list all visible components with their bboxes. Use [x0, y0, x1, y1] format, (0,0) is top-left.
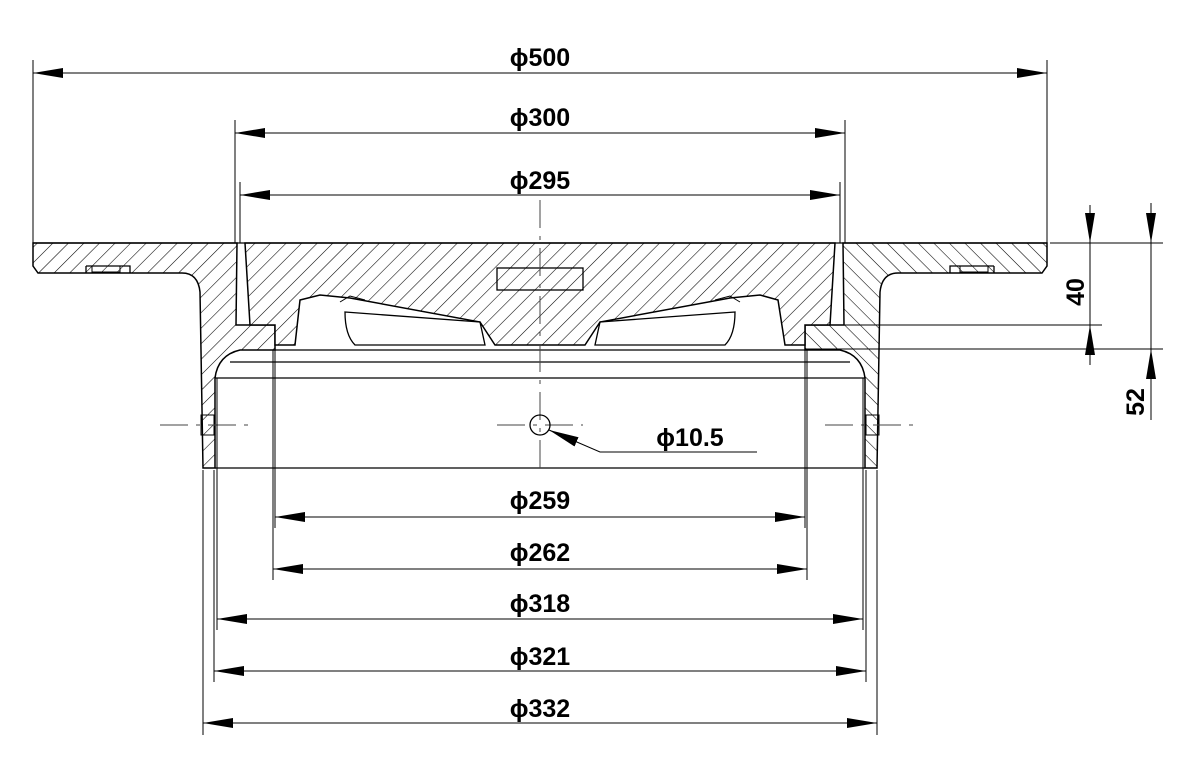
- dimension-d10-5: ϕ10.5: [529, 414, 757, 453]
- dimension-d262: ϕ262: [273, 539, 807, 574]
- dimension-h40: 40: [1062, 205, 1095, 365]
- dimension-d500: ϕ500: [33, 44, 1047, 78]
- left-wall-section: [32, 242, 276, 469]
- dimension-label: 40: [1062, 278, 1090, 306]
- dimension-label: ϕ321: [510, 643, 571, 671]
- right-wall-section: [804, 242, 1048, 469]
- dimension-d332: ϕ332: [203, 695, 877, 728]
- dimension-d318: ϕ318: [217, 590, 863, 624]
- dimension-label: ϕ295: [510, 167, 571, 195]
- dimension-d321: ϕ321: [214, 643, 866, 676]
- dimension-d295: ϕ295: [240, 167, 840, 200]
- dimension-h52: 52: [1122, 203, 1156, 420]
- dimension-label: ϕ332: [510, 695, 570, 723]
- extension-lines: [32, 60, 1163, 735]
- dimension-label: ϕ259: [510, 487, 570, 515]
- dimension-label: ϕ10.5: [656, 424, 723, 452]
- dimension-label: 52: [1122, 388, 1150, 416]
- dimension-label: ϕ262: [510, 539, 570, 567]
- grate-section: [244, 242, 836, 346]
- dimension-d300: ϕ300: [235, 104, 845, 138]
- dimension-label: ϕ300: [510, 104, 570, 132]
- centre-lines: [160, 200, 918, 475]
- drain-hole: [529, 414, 551, 436]
- dimension-label: ϕ318: [510, 590, 571, 618]
- dimension-label: ϕ500: [510, 44, 570, 72]
- fixing-insert: [91, 265, 121, 273]
- dimension-d259: ϕ259: [275, 487, 805, 522]
